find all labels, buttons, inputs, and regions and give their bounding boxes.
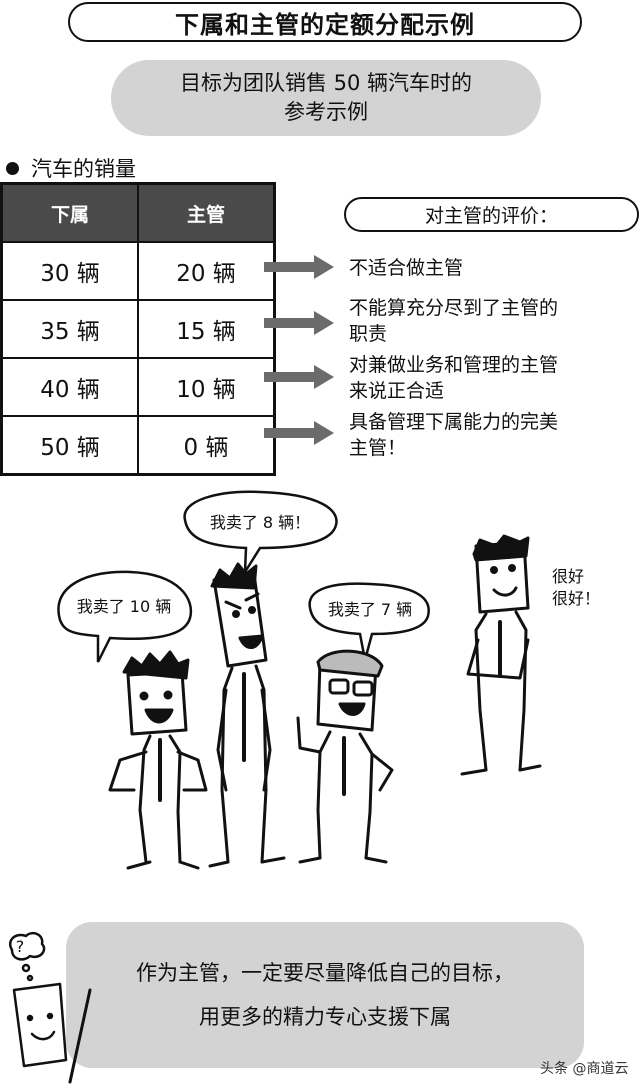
speech-bubble-left (57, 570, 193, 663)
sales-table: 下属 主管 30 辆 20 辆 35 辆 15 辆 40 辆 10 辆 50 辆… (0, 182, 276, 476)
cell-manager: 15 辆 (137, 299, 276, 359)
section-heading: 汽车的销量 (6, 153, 136, 183)
scenario-line2: 参考示例 (284, 100, 368, 124)
header-subordinate: 下属 (0, 182, 139, 243)
cell-subordinate: 30 辆 (0, 241, 139, 301)
thought-cloud (9, 932, 46, 961)
table-header-row: 下属 主管 (0, 182, 276, 243)
evaluation-line: 职责 (349, 323, 388, 345)
evaluation-line: 对兼做业务和管理的主管 (349, 354, 559, 376)
table-row: 30 辆 20 辆 (0, 241, 276, 301)
table-row: 50 辆 0 辆 (0, 415, 276, 476)
cell-manager: 10 辆 (137, 357, 276, 417)
speech-top-text: 我卖了 8 辆！ (210, 513, 310, 532)
manager-speech-line1: 很好 (552, 567, 584, 586)
evaluation-line: 来说正合适 (349, 380, 445, 402)
evaluation-heading: 对主管的评价： (344, 197, 639, 232)
right-arrow-icon (264, 365, 334, 389)
salesperson-glasses (296, 649, 394, 864)
credit-watermark: 头条 @商道云 (540, 1061, 629, 1077)
cell-subordinate: 35 辆 (0, 299, 139, 359)
evaluation-line: 具备管理下属能力的完美 (349, 411, 559, 433)
speech-bubble-middle (308, 582, 430, 661)
speech-left-text: 我卖了 10 辆 (77, 597, 172, 616)
evaluation-item: 对兼做业务和管理的主管 来说正合适 (349, 352, 639, 404)
thinking-teacher-illustration: ? (9, 932, 92, 1084)
evaluation-line: 主管！ (349, 437, 407, 459)
evaluation-line: 不适合做主管 (349, 257, 464, 279)
evaluation-line: 不能算充分尽到了主管的 (349, 297, 559, 319)
question-mark-icon: ? (16, 937, 25, 956)
bullet-icon (6, 161, 19, 175)
table-row: 35 辆 15 辆 (0, 299, 276, 359)
page-title: 下属和主管的定额分配示例 (68, 2, 582, 42)
cell-manager: 0 辆 (137, 415, 276, 476)
manager-speech-line2: 很好！ (552, 589, 600, 608)
header-manager: 主管 (137, 182, 276, 243)
evaluation-item: 具备管理下属能力的完美 主管！ (349, 409, 639, 461)
cell-manager: 20 辆 (137, 241, 276, 301)
summary-line2: 用更多的精力专心支援下属 (199, 1005, 451, 1029)
speech-middle-text: 我卖了 7 辆 (328, 600, 412, 619)
speech-bubble-top (183, 490, 338, 577)
cell-subordinate: 50 辆 (0, 415, 139, 476)
salesperson-tall (208, 562, 286, 868)
cell-subordinate: 40 辆 (0, 357, 139, 417)
right-arrow-icon (264, 421, 334, 445)
scenario-line1: 目标为团队销售 50 辆汽车时的 (179, 71, 473, 95)
evaluation-item: 不适合做主管 (349, 255, 639, 281)
right-arrow-icon (264, 311, 334, 335)
salesperson-left (108, 650, 208, 870)
evaluation-item: 不能算充分尽到了主管的 职责 (349, 295, 639, 347)
manager-figure (460, 534, 542, 776)
scenario-box: 目标为团队销售 50 辆汽车时的 参考示例 (111, 60, 541, 136)
table-row: 40 辆 10 辆 (0, 357, 276, 417)
summary-line1: 作为主管，一定要尽量降低自己的目标， (136, 961, 514, 985)
salespeople-illustration: 我卖了 10 辆 我卖了 8 辆！ 我卖了 7 辆 很好 很好！ (57, 490, 600, 870)
summary-box: 作为主管，一定要尽量降低自己的目标， 用更多的精力专心支援下属 (66, 922, 584, 1068)
right-arrow-icon (264, 255, 334, 279)
section-heading-label: 汽车的销量 (31, 157, 136, 181)
